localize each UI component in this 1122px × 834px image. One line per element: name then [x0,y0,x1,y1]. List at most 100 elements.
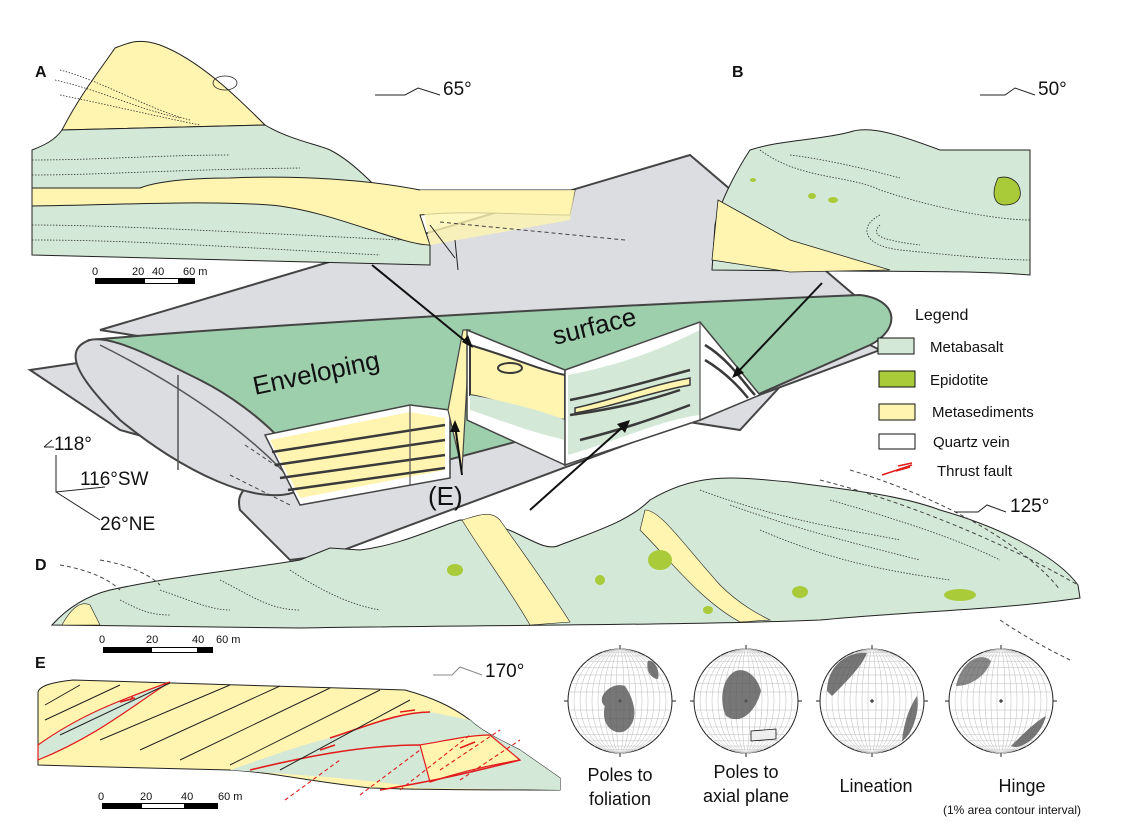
epidotite-body [792,586,808,598]
legend-item-metabasalt: Metabasalt [877,337,1004,356]
metabasalt-unit [50,477,1081,629]
metasediments-band [61,603,101,626]
projection-line [59,469,1079,661]
panel-e-label: E [35,655,46,672]
thrust-arrow-icon [119,696,476,751]
stereonet-caption: foliation [589,789,651,809]
panel-d: D 125° 0 20 40 60 m [35,469,1081,661]
panel-a-label: A [35,64,47,81]
epidotite-body [828,197,838,203]
legend-item-thrust-fault: Thrust fault [881,462,1013,480]
scale-tick: 60 m [216,634,240,646]
scale-tick: 0 [92,266,98,278]
epidotite-body [993,176,1021,206]
metasediments-band [639,509,772,623]
scale-tick: 40 [152,266,164,278]
contour-cluster [601,685,635,733]
panel-d-label: D [35,557,47,574]
scale-tick: 60 m [183,266,207,278]
scale-tick: 20 [146,634,158,646]
legend-label: Metasediments [932,404,1034,421]
panel-a: A 65° 0 20 40 60 m [31,40,626,348]
contact [429,224,459,271]
panel-c-block: Enveloping surface (E) [27,153,893,562]
arrow-from-d [529,424,626,511]
axes [55,455,106,521]
contour-interval-note: (1% area contour interval) [943,803,1081,817]
stereonet-caption: axial plane [703,786,789,806]
swatch-metabasalt [877,337,915,355]
contour-cluster [647,660,659,679]
arrowhead [450,420,460,432]
strike-dip-symbol-a: 65° [375,79,472,100]
strike-dip-symbol-e: 170° [433,661,524,682]
scale-tick: 40 [192,634,204,646]
center-mark [870,699,874,703]
fold-lines [569,368,691,442]
center-mark [999,699,1003,703]
contour-cluster [750,728,777,742]
angle-icon [43,439,54,448]
legend: Legend Metabasalt Epidotite Metasediment… [877,307,1034,480]
contour-cluster [956,657,991,686]
epidotite-body [703,606,713,614]
metabasalt-band [37,681,171,761]
projection-line [439,221,626,241]
metasediments-band [711,199,891,273]
epidotite-body [808,193,816,199]
panel-b-label: B [732,64,744,81]
swatch-metasediments [878,403,916,421]
strike-dip-symbol-d: 125° [955,496,1049,517]
fold-nose-axis [99,344,301,491]
axis-label-ne: 26°NE [100,514,155,535]
fault-trace [284,729,521,801]
stereonet-poles-to-foliation [564,645,676,757]
bedding-lines [271,423,446,492]
epidotite-body [595,575,605,585]
arrow-a-to-c [371,264,471,346]
foliation-traces [119,489,1001,616]
contour-cluster [827,652,867,696]
metasediments-fold [61,40,267,131]
legend-label: Metabasalt [930,339,1004,356]
arrow-b-to-c [734,282,823,376]
stereonet-caption: Poles to [587,765,652,785]
thrust-fault [249,711,521,791]
legend-label: Thrust fault [937,463,1013,480]
foliation-traces [54,69,201,126]
stereonet-lineation [816,645,928,757]
legend-item-metasediments: Metasediments [878,403,1034,421]
contour-cluster [1011,716,1046,747]
metasediments-layer [574,377,691,414]
strike-dip-e: 170° [485,661,524,682]
legend-title: Legend [915,307,968,324]
swatch-quartz-vein [878,433,916,450]
epidotite-body [648,550,672,570]
thrust-fault-icon [881,462,913,476]
strike-dip-d: 125° [1010,496,1049,517]
metabasalt-layer [470,395,565,440]
strike-dip-b: 50° [1038,79,1067,100]
axis-label-sw: 116°SW [80,469,149,490]
scale-tick: 40 [181,791,193,803]
metasediments-layer [270,412,445,498]
legend-label: Quartz vein [933,434,1010,451]
epidotite-body [750,178,756,182]
metasediments-band [461,513,571,626]
section-e-pointer-label: (E) [428,481,463,511]
swatch-epidotite [878,370,916,388]
legend-item-quartz-vein: Quartz vein [878,433,1010,451]
strike-dip-symbol-b: 50° [980,79,1067,100]
arrowhead [732,366,744,378]
scale-tick: 20 [132,266,144,278]
legend-item-epidotite: Epidotite [878,370,988,389]
stereonets: Poles to foliation Poles to axial plane … [564,645,1081,817]
contour-cluster [902,696,918,741]
legend-label: Epidotite [930,372,988,389]
scale-bar-d: 0 20 40 60 m [99,634,240,653]
stereonet-poles-to-axial-plane [690,645,802,757]
stereonet-caption: Lineation [839,776,912,796]
stereonet-caption: Hinge [998,776,1045,796]
scale-tick: 60 m [218,791,242,803]
